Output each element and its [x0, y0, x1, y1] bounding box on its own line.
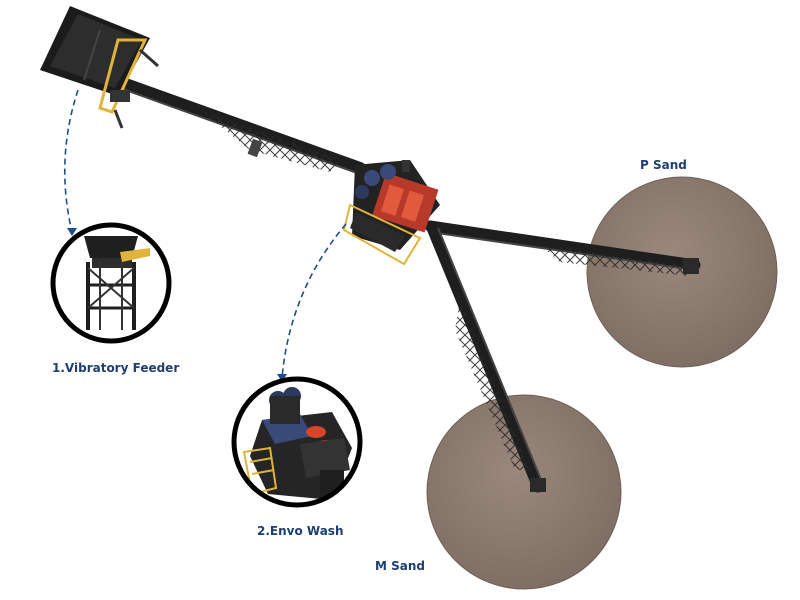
wash-leader-line [281, 223, 347, 379]
feeder-leader-arrow [67, 228, 77, 236]
p-sand-label: P Sand [640, 158, 687, 172]
m-sand-label: M Sand [375, 559, 425, 573]
envo-wash-label: 2.Envo Wash [257, 524, 344, 538]
m-sand-conveyor [426, 222, 546, 493]
envo-wash-plant [342, 160, 440, 266]
wash-leader-arrow [277, 374, 287, 382]
feed-conveyor [114, 76, 366, 175]
feeder-leader-line [64, 89, 79, 233]
m-sand-stockpile [426, 394, 622, 590]
feeder-hopper [40, 6, 159, 129]
envo-wash-icon [231, 376, 363, 508]
p-sand-conveyor [424, 220, 701, 276]
vibratory-feeder-label: 1.Vibratory Feeder [52, 361, 180, 375]
vibratory-feeder-icon [50, 222, 172, 344]
